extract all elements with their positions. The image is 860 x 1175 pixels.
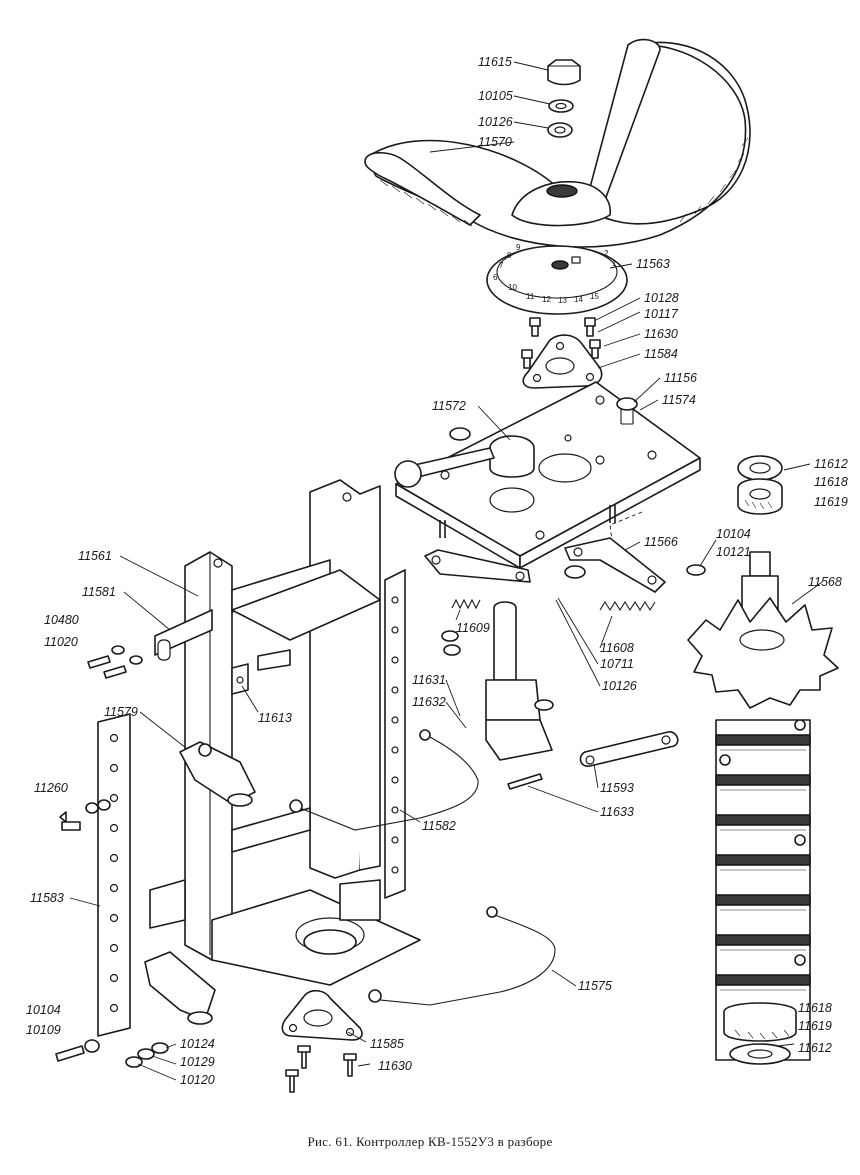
callout-10104-lower: 10104: [26, 1003, 61, 1017]
callout-10128: 10128: [644, 291, 679, 305]
dial-number: 10: [508, 283, 517, 292]
contact-block-upper-11579: [179, 741, 256, 807]
cable-11575: [368, 906, 556, 1006]
washers-10124-10129-10120: [125, 1042, 169, 1068]
callout-11156: 11156: [664, 371, 697, 385]
callout-11615: 11615: [478, 55, 512, 69]
plate-11585: [281, 989, 363, 1041]
callout-10480: 10480: [44, 613, 79, 627]
lever-11566: [564, 537, 666, 593]
contact-block-lower: [144, 951, 216, 1025]
cam-drum-11568: [687, 551, 839, 1061]
dial-number: 13: [558, 296, 567, 305]
callout-11020: 11020: [44, 635, 78, 649]
callout-10124: 10124: [180, 1037, 215, 1051]
callout-11619: 11619: [814, 495, 848, 509]
dial-11563: [486, 245, 628, 315]
callout-11566: 11566: [644, 535, 678, 549]
lever-arm-left: [424, 549, 531, 583]
callout-11612: 11612: [814, 457, 848, 471]
callout-10120: 10120: [180, 1073, 215, 1087]
callout-11561: 11561: [78, 549, 112, 563]
screws-11630-lower: [285, 1045, 357, 1093]
bearing-upper-11618: [737, 455, 783, 515]
callout-10129: 10129: [180, 1055, 215, 1069]
callout-11631: 11631: [412, 673, 446, 687]
cap-11615: [547, 59, 581, 86]
callout-11572: 11572: [432, 399, 466, 413]
callout-10126-mid: 10126: [602, 679, 637, 693]
callout-11583: 11583: [30, 891, 64, 905]
dial-number: 12: [542, 295, 551, 304]
dial-number: 15: [590, 292, 599, 301]
dial-number: 14: [574, 295, 583, 304]
spring-11608: [599, 600, 656, 612]
callout-10711: 10711: [600, 657, 634, 671]
bolt-10109: [55, 1039, 100, 1062]
cam-shaft-upright: [485, 601, 554, 761]
callout-11585: 11585: [370, 1037, 404, 1051]
bracket-11581: [154, 609, 213, 661]
callout-11618-lower: 11618: [798, 1001, 832, 1015]
bearing-lower-11618: [723, 1002, 797, 1065]
dial-number: 11: [526, 292, 535, 301]
spring-11609: [451, 598, 481, 610]
callout-11608: 11608: [600, 641, 634, 655]
callout-11260: 11260: [34, 781, 68, 795]
callout-11619-lower: 11619: [798, 1019, 832, 1033]
figure-caption: Рис. 61. Контроллер КВ-1552У3 в разборе: [307, 1134, 553, 1149]
callout-10109: 10109: [26, 1023, 61, 1037]
dial-number: 7: [499, 261, 504, 270]
callout-11574: 11574: [662, 393, 696, 407]
callout-11581: 11581: [82, 585, 116, 599]
bar-11593: [579, 731, 679, 767]
callout-11584: 11584: [644, 347, 678, 361]
callout-11612-lower: 11612: [798, 1041, 832, 1055]
handwheel-11570: [364, 38, 751, 248]
top-plate-11574: [395, 381, 701, 569]
washer-10711: [564, 565, 586, 579]
lever-11572: [394, 447, 495, 488]
callout-11570: 11570: [478, 135, 512, 149]
callout-10126: 10126: [478, 115, 513, 129]
callout-11563: 11563: [636, 257, 670, 271]
callout-10117: 10117: [644, 307, 679, 321]
callout-10121: 10121: [716, 545, 751, 559]
callout-11582: 11582: [422, 819, 456, 833]
side-bar-11582: [384, 569, 406, 899]
screws-10128: [521, 317, 601, 369]
plate-11613: [231, 663, 249, 695]
callout-11613: 11613: [258, 711, 292, 725]
cable-11632: [289, 729, 479, 831]
callout-11630: 11630: [644, 327, 678, 341]
dial-number: 1: [612, 259, 617, 268]
dial-number: 8: [507, 251, 512, 260]
callout-11575: 11575: [578, 979, 612, 993]
dial-number: 2: [604, 249, 609, 258]
bolt-11260: [59, 799, 111, 831]
callout-11633: 11633: [600, 805, 634, 819]
leader-lines: [69, 61, 823, 1081]
callout-11568: 11568: [808, 575, 842, 589]
plate-11584: [522, 334, 603, 389]
pin-11633: [507, 773, 543, 790]
perforated-bar-11583: [97, 713, 131, 1037]
callout-10105: 10105: [478, 89, 513, 103]
dial-number: 6: [493, 273, 498, 282]
screws-11156: [449, 397, 638, 441]
callout-11632: 11632: [412, 695, 446, 709]
callout-11579: 11579: [104, 705, 138, 719]
bolts-10480-11020: [87, 645, 143, 679]
callout-11609: 11609: [456, 621, 490, 635]
callout-10104: 10104: [716, 527, 751, 541]
dial-number: 9: [516, 243, 521, 252]
frame-11561: [149, 479, 421, 986]
callout-11618: 11618: [814, 475, 848, 489]
callout-11593: 11593: [600, 781, 634, 795]
callout-11630-lower: 11630: [378, 1059, 412, 1073]
